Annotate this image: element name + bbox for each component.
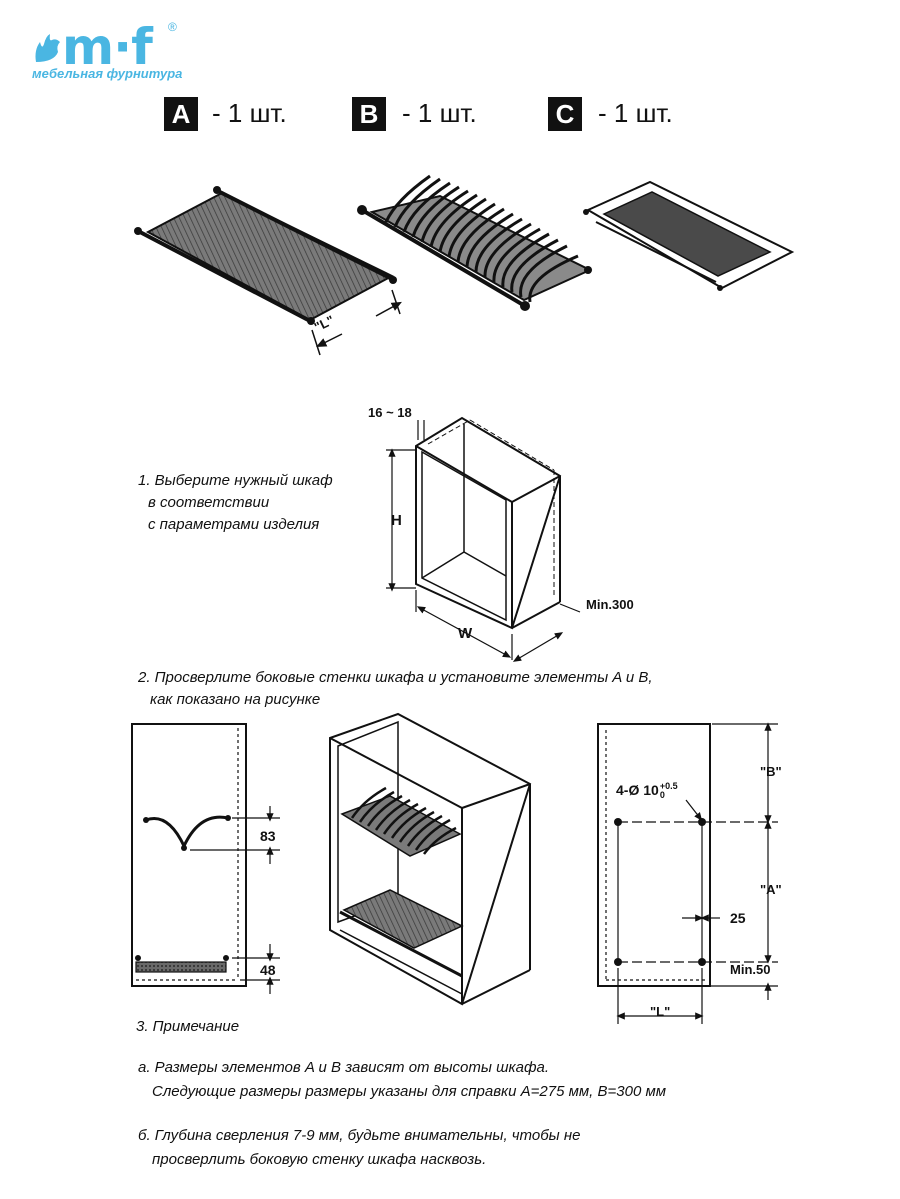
step-2-line-2: как показано на рисунке (150, 691, 321, 708)
side-dim-48: 48 (260, 962, 276, 978)
cabinet-side-view (131, 723, 280, 994)
part-c-drip-tray (583, 180, 795, 291)
cabinet-height-label: H (391, 512, 402, 529)
dim-a-label: "A" (760, 882, 782, 897)
splash-icon (35, 34, 60, 62)
brand-tagline: мебельная фурнитура (32, 66, 183, 81)
step-2-line-1: 2. Просверлите боковые стенки шкафа и ус… (138, 669, 653, 686)
hole-tol-upper: +0.5 (659, 781, 678, 791)
part-b-badge: B (352, 97, 386, 131)
dim-b-label: "B" (760, 764, 782, 779)
hole-spec-main: 4-Ø 10 (616, 782, 659, 799)
part-a-tray (134, 186, 402, 356)
part-a-badge: A (164, 97, 198, 131)
note-a-line-1: а. Размеры элементов A и B зависят от вы… (138, 1059, 550, 1076)
part-b-rack (357, 174, 593, 311)
part-c-badge: C (548, 97, 582, 131)
note-a: а. Размеры элементов A и B зависят от вы… (138, 1056, 666, 1104)
note-b: б. Глубина сверления 7-9 мм, будьте вним… (138, 1124, 580, 1172)
part-c-qty: - 1 шт. (598, 98, 673, 128)
step-2-text: 2. Просверлите боковые стенки шкафа и ус… (138, 667, 653, 711)
note-b-line-2: просверлить боковую стенку шкафа насквоз… (152, 1151, 487, 1168)
step-1-line-1: 1. Выберите нужный шкаф (138, 472, 333, 489)
part-a-qty: - 1 шт. (212, 98, 287, 128)
note-a-line-2: Следующие размеры размеры указаны для сп… (152, 1083, 667, 1100)
hole-tol-lower: 0 (659, 790, 665, 800)
hole-layout (597, 722, 778, 1024)
note-b-line-1: б. Глубина сверления 7-9 мм, будьте вним… (138, 1127, 581, 1144)
hole-spacing-label: "L" (650, 1004, 671, 1019)
brand-name: m·f (62, 18, 153, 76)
step-1-text: 1. Выберите нужный шкаф в соответствии с… (138, 470, 333, 536)
hole-spec: 4-Ø 10 +0.5 0 (616, 782, 678, 800)
hole-offset-label: 25 (730, 910, 746, 926)
panel-thickness-label: 16 ~ 18 (368, 405, 412, 420)
cabinet-isometric (415, 416, 562, 630)
step-1-line-2: в соответствии (148, 494, 270, 511)
cabinet-dimension-lines (386, 420, 581, 662)
part-b-qty: - 1 шт. (402, 98, 477, 128)
cabinet-width-label: W (458, 625, 473, 642)
min-bottom-label: Min.50 (730, 962, 771, 977)
side-dim-83: 83 (260, 828, 276, 844)
cabinet-assembled (329, 712, 532, 1006)
step-1-line-3: с параметрами изделия (148, 516, 320, 533)
brand-logo (32, 32, 62, 64)
cabinet-depth-label: Min.300 (586, 597, 634, 612)
registered-mark: ® (168, 20, 177, 34)
step-3-title: 3. Примечание (136, 1018, 240, 1035)
